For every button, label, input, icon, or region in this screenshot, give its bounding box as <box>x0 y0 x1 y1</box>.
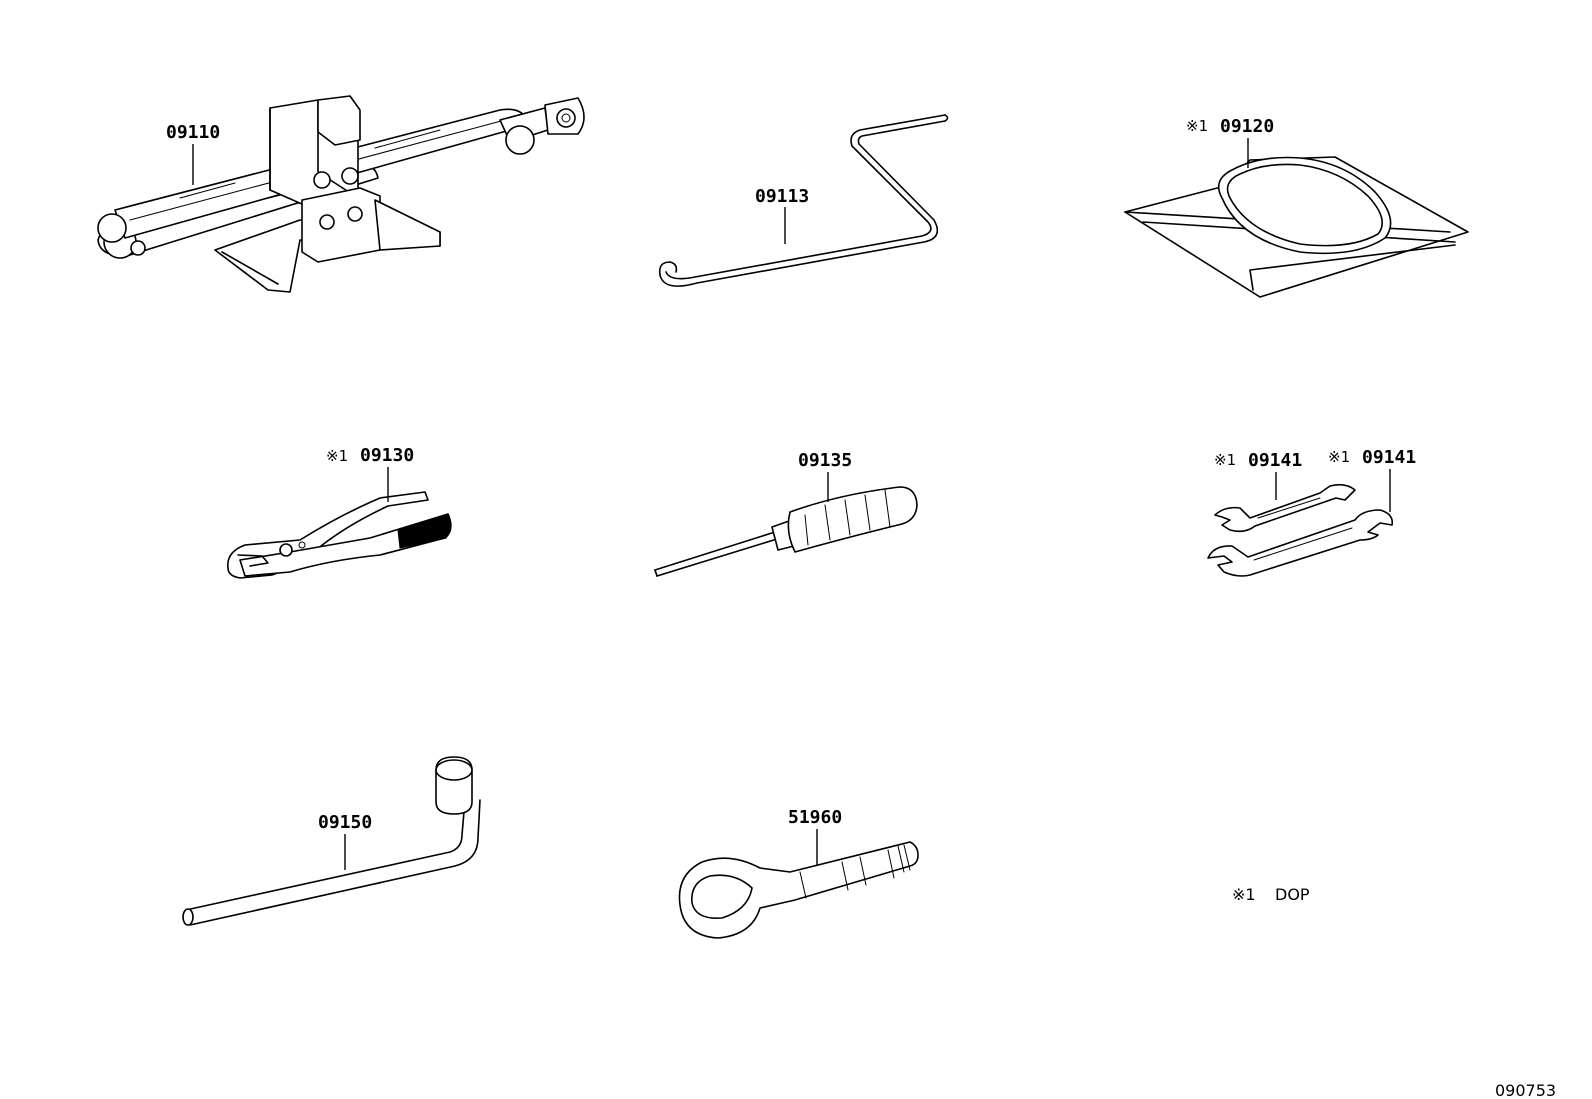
towing-eye-part-number: 51960 <box>788 807 842 828</box>
wrench-lower-illustration <box>1207 509 1394 577</box>
tool-bag-dop-mark: ※1 <box>1186 117 1208 135</box>
pliers-part-number: 09130 <box>360 445 414 466</box>
screwdriver-part-number: 09135 <box>798 450 852 471</box>
jack-handle-illustration <box>658 114 949 287</box>
dop-note-mark: ※1 <box>1232 885 1256 904</box>
pliers-dop-mark: ※1 <box>326 447 348 465</box>
dop-note-text: DOP <box>1275 885 1310 904</box>
lug-wrench-part-number: 09150 <box>318 812 372 833</box>
jack-handle-part-number: 09113 <box>755 186 809 207</box>
wrench-b-dop-mark: ※1 <box>1328 448 1350 466</box>
towing-eye-illustration <box>678 841 919 939</box>
screwdriver-illustration <box>654 486 918 577</box>
figure-id: 090753 <box>1495 1081 1556 1099</box>
jack-illustration <box>97 95 585 293</box>
wrench-b-part-number: 09141 <box>1362 447 1416 468</box>
jack-part-number: 09110 <box>166 122 220 143</box>
pliers-illustration <box>227 491 452 579</box>
wrench-a-dop-mark: ※1 <box>1214 451 1236 469</box>
lug-wrench-illustration <box>182 756 481 926</box>
wrench-upper-illustration <box>1214 483 1356 533</box>
wrench-a-part-number: 09141 <box>1248 450 1302 471</box>
tool-bag-part-number: 09120 <box>1220 116 1274 137</box>
tool-bag-illustration <box>1124 156 1469 298</box>
